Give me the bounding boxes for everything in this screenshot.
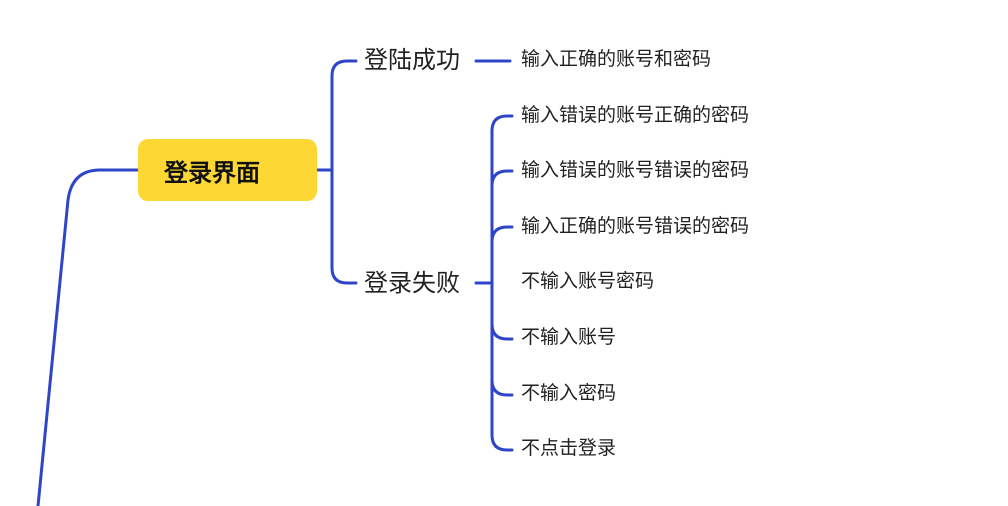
leaf-wrong-account-wrong-password[interactable]: 输入错误的账号错误的密码 [521, 159, 750, 181]
leaf-wrong-account-correct-password[interactable]: 输入错误的账号正确的密码 [521, 104, 750, 126]
branch-login-failure[interactable]: 登录失败 [364, 269, 460, 297]
branch-login-success[interactable]: 登陆成功 [364, 46, 460, 74]
root-node-label: 登录界面 [164, 158, 260, 187]
root-incoming-connector [36, 168, 140, 506]
root-node[interactable]: 登录界面 [138, 139, 317, 201]
leaf-no-account-no-password[interactable]: 不输入账号密码 [521, 270, 655, 292]
leaf-correct-account-and-password[interactable]: 输入正确的账号和密码 [521, 48, 712, 70]
leaf-no-account[interactable]: 不输入账号 [521, 326, 617, 348]
leaf-no-login-click[interactable]: 不点击登录 [521, 437, 617, 459]
leaf-correct-account-wrong-password[interactable]: 输入正确的账号错误的密码 [521, 215, 750, 237]
root-to-branches-connector [315, 59, 358, 285]
leaf-no-password[interactable]: 不输入密码 [521, 382, 617, 404]
branch-fail-connector [474, 114, 514, 452]
